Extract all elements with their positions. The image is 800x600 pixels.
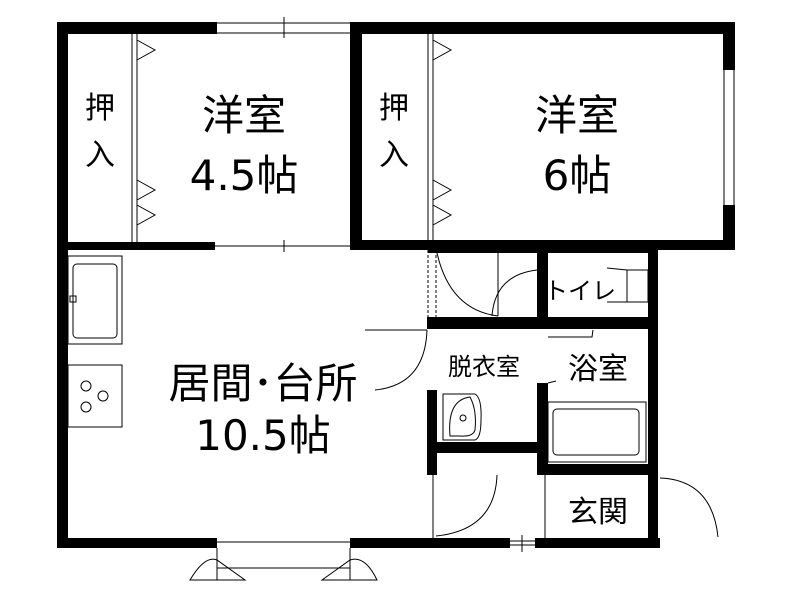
closet-right-label-1: 押	[379, 91, 409, 126]
room-labels: 押 入 洋室 4.5帖 押 入 洋室 6帖 居間･台所 10.5帖 トイレ 脱衣…	[85, 91, 628, 530]
living-room-size: 10.5帖	[195, 411, 331, 460]
western-room-right-size: 6帖	[543, 151, 612, 200]
closet-right-label-2: 入	[379, 138, 409, 173]
bathroom-label: 浴室	[568, 352, 628, 387]
western-room-left-name: 洋室	[202, 91, 286, 140]
living-room-name: 居間･台所	[168, 359, 357, 408]
western-room-left-size: 4.5帖	[190, 151, 299, 200]
closet-left-label-1: 押	[85, 91, 115, 126]
entrance-label: 玄関	[568, 495, 628, 530]
dressing-room-label: 脱衣室	[448, 353, 520, 381]
thin-lines	[67, 17, 735, 581]
western-room-right-name: 洋室	[535, 91, 619, 140]
toilet-label: トイレ	[544, 277, 616, 305]
closet-left-label-2: 入	[85, 138, 115, 173]
walls	[57, 22, 735, 548]
